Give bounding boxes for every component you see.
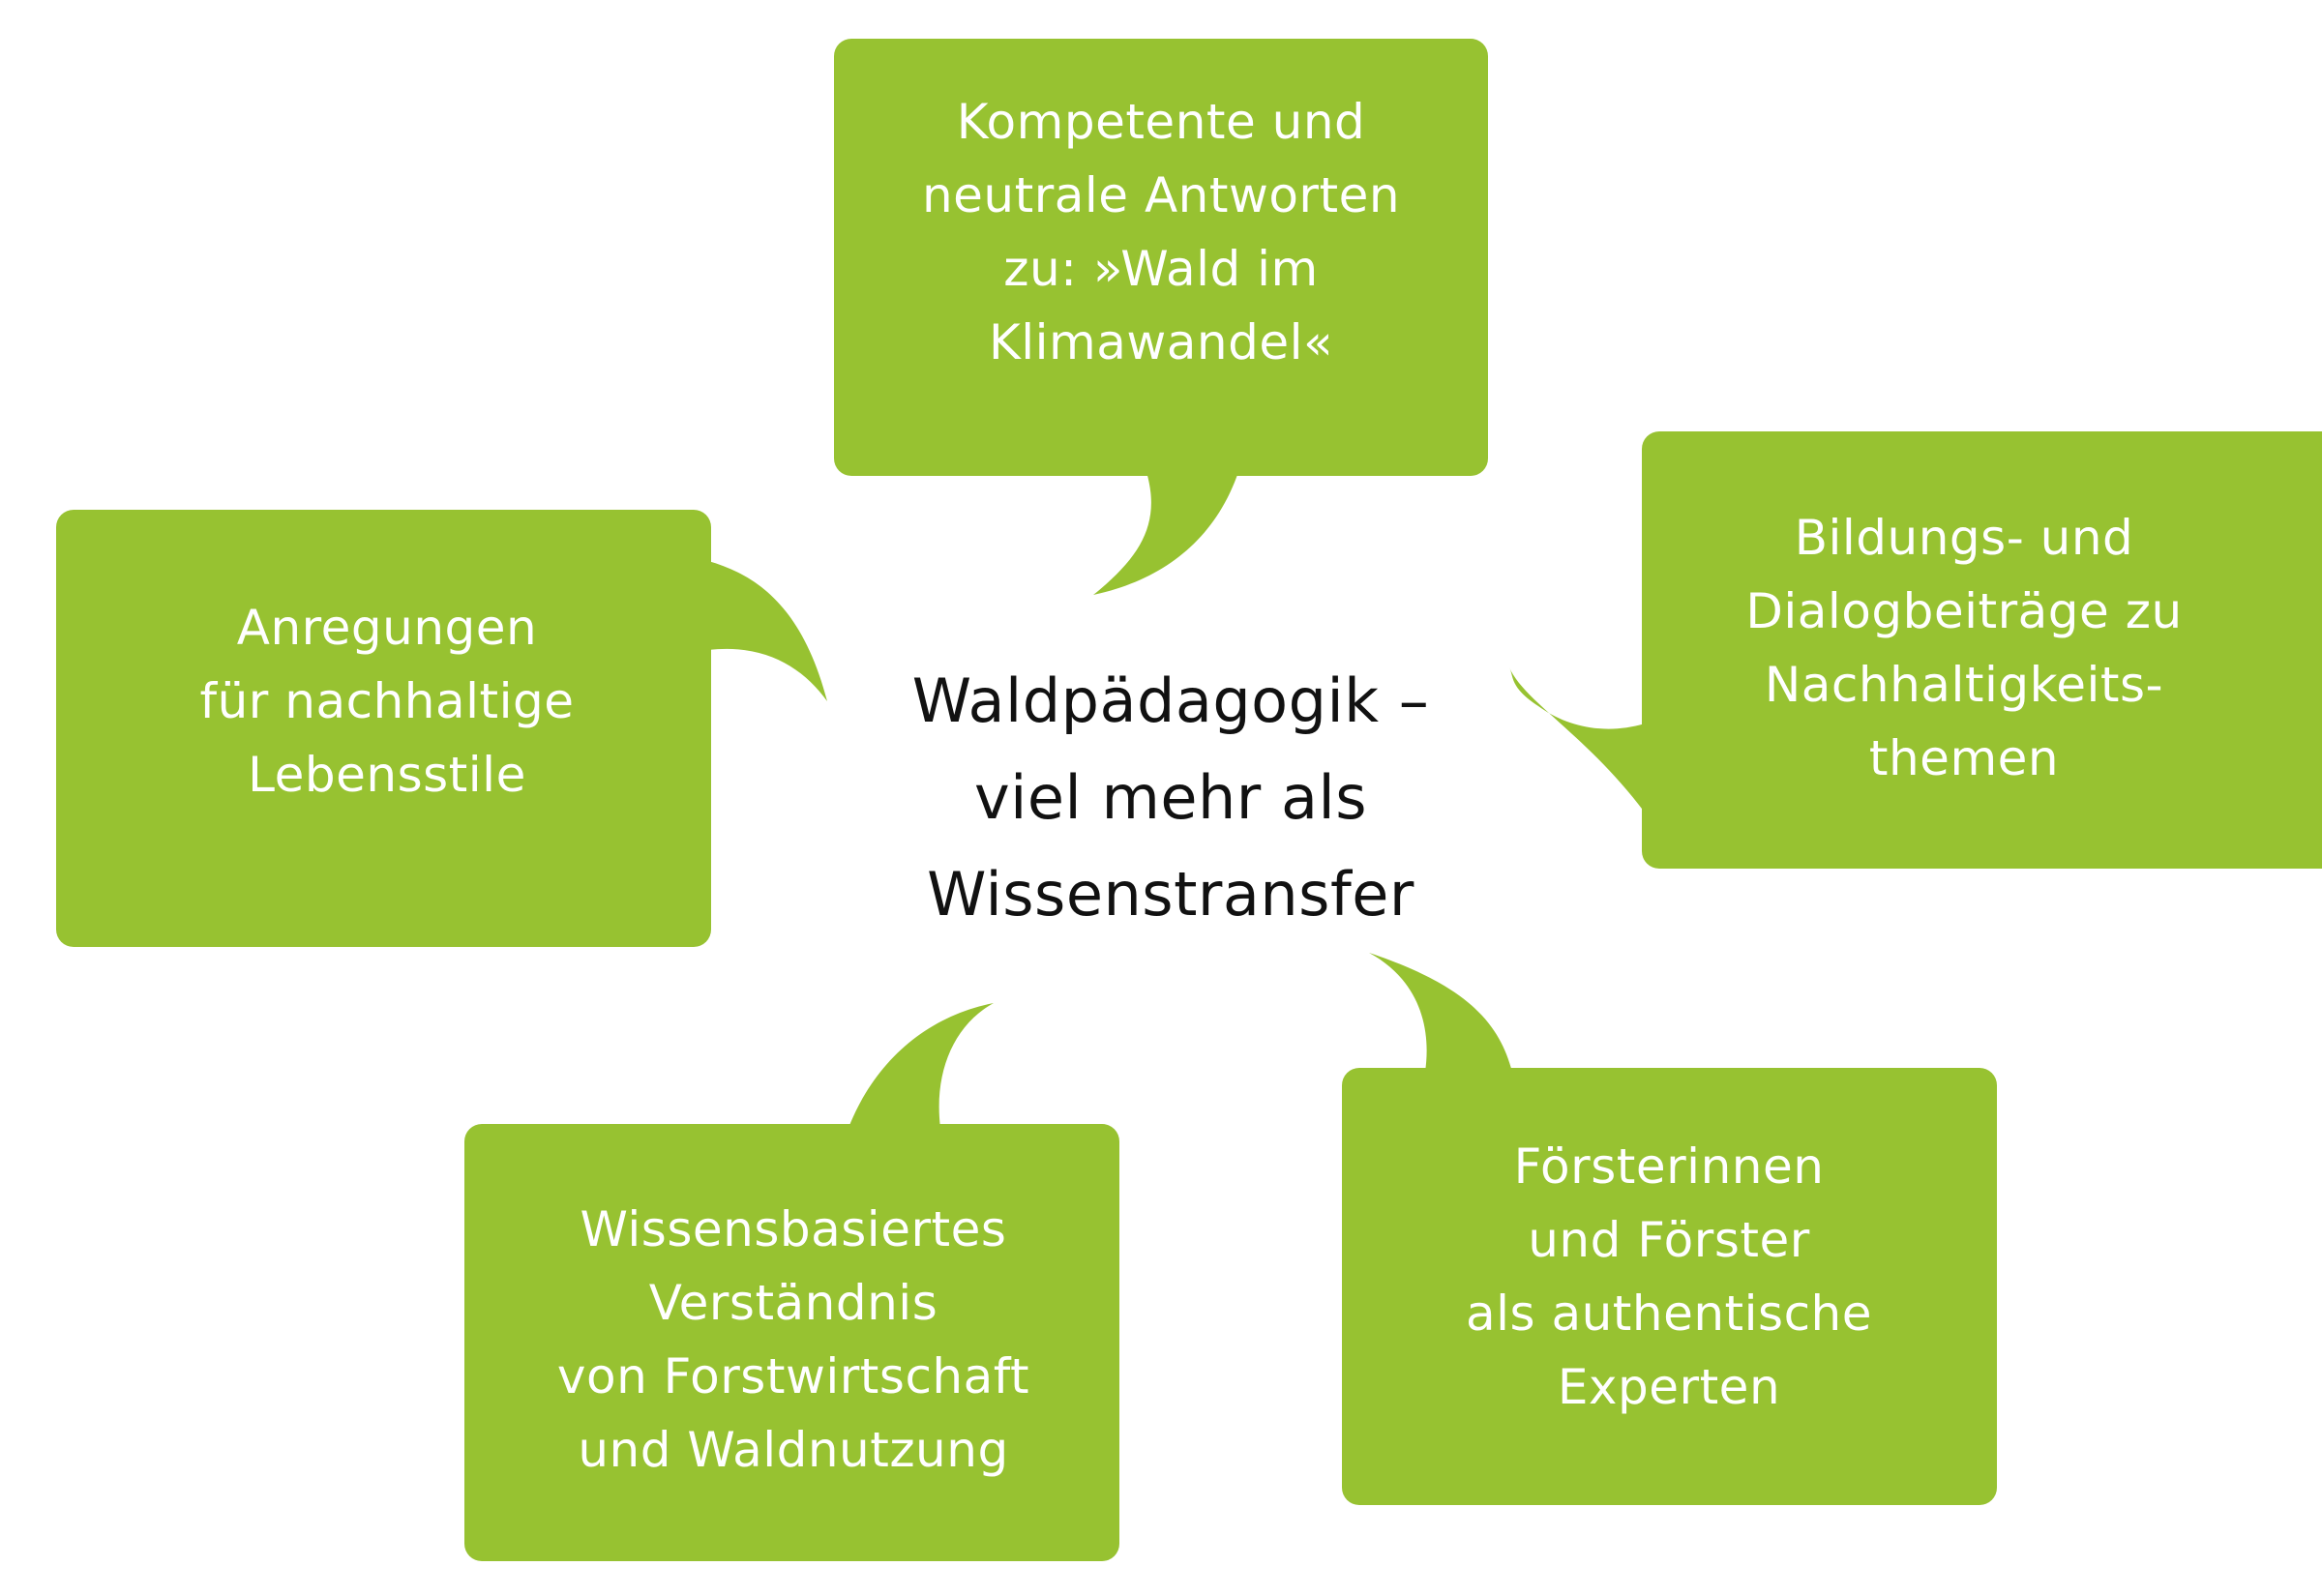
bubble-left-label: Anregungen für nachhaltige Lebensstile bbox=[199, 600, 575, 803]
bubble-bottom-right-body bbox=[1342, 1068, 1997, 1505]
speech-bubble-left bbox=[56, 510, 827, 947]
speech-bubble-bottom-right bbox=[1342, 953, 1997, 1505]
bubble-left-body bbox=[56, 510, 711, 947]
bubble-bottom-left-body bbox=[464, 1124, 1119, 1561]
bubble-bottom-left-label: Wissensbasiertes Verständnis von Forstwi… bbox=[556, 1201, 1030, 1478]
speech-bubble-right bbox=[1509, 431, 2322, 869]
bubble-right-edge bbox=[1838, 431, 2322, 869]
bubble-bottom-left-tail bbox=[848, 1003, 994, 1128]
bubble-top-body bbox=[834, 39, 1488, 476]
bubble-bottom-right-label: Försterinnen und Förster als authentisch… bbox=[1465, 1138, 1873, 1415]
bubble-top-label: Kompetente und neutrale Antworten zu: »W… bbox=[921, 94, 1401, 370]
bubble-bottom-right-tail bbox=[1369, 953, 1512, 1072]
bubble-left-tail bbox=[708, 561, 827, 701]
bubble-right-tail bbox=[1509, 667, 1645, 813]
bubble-top-tail bbox=[1093, 472, 1238, 595]
bubble-right-label: Bildungs- und Dialogbeiträge zu Nachhalt… bbox=[1745, 510, 2183, 786]
center-title: Waldpädagogik – viel mehr als Wissenstra… bbox=[911, 665, 1430, 930]
speech-bubble-top bbox=[834, 39, 1488, 595]
speech-bubble-bottom-left bbox=[464, 1003, 1119, 1561]
